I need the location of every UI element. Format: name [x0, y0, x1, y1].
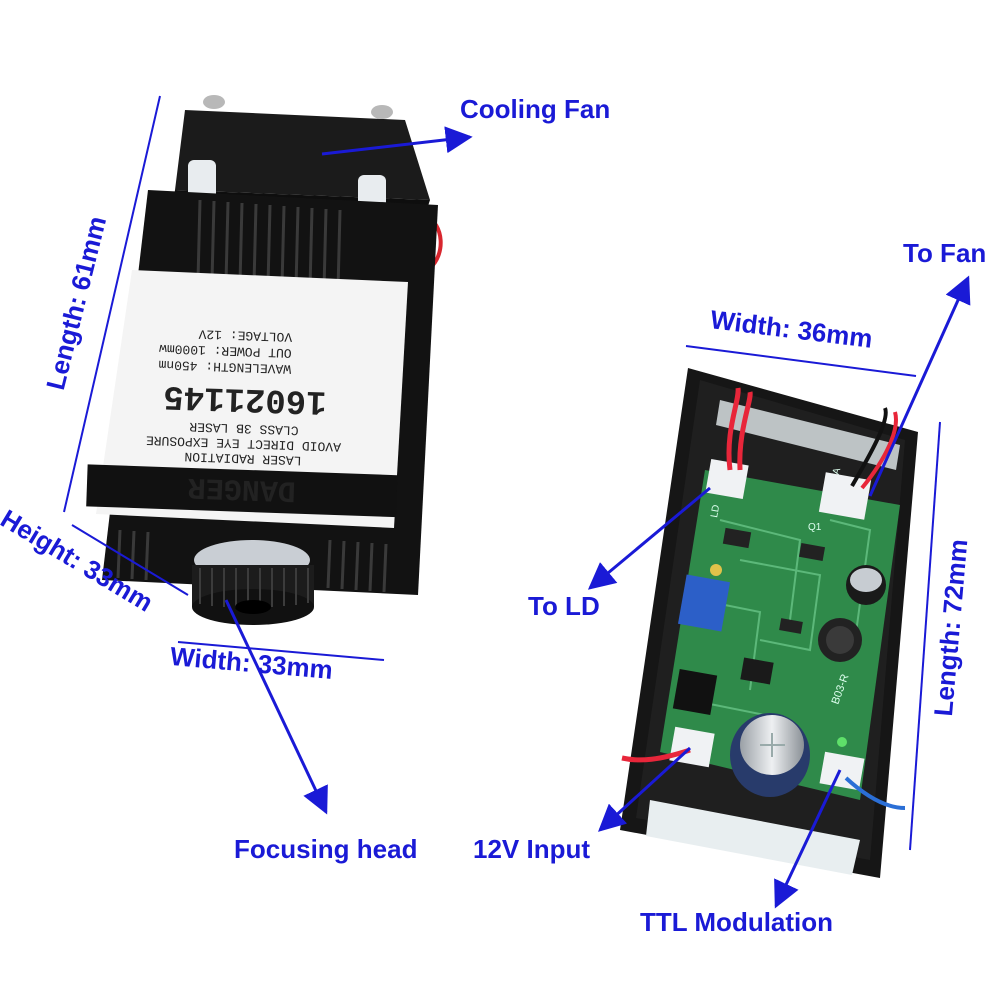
led	[837, 737, 847, 747]
svg-text:WAVELENGTH: 450nm: WAVELENGTH: 450nm	[158, 357, 291, 377]
ttl-connector	[819, 751, 865, 791]
label-to-ld: To LD	[528, 591, 600, 621]
chip	[722, 527, 752, 549]
label-focusing-head: Focusing head	[234, 834, 418, 864]
dimension-line	[909, 421, 941, 851]
ttl-wire	[844, 776, 906, 810]
focusing-head	[192, 540, 314, 625]
arrow-focusing-head	[224, 599, 328, 815]
annotations	[63, 95, 971, 909]
svg-text:LASER RADIATION: LASER RADIATION	[184, 449, 301, 468]
chip	[798, 543, 826, 561]
heatsink-fins	[116, 199, 388, 593]
arrow-12v-input	[598, 746, 692, 832]
laser-module: DANGER LASER RADIATION AVOID DIRECT EYE …	[86, 95, 443, 625]
driver-board: CN2FA Q1 LD B03-R	[620, 368, 918, 878]
input-wire	[621, 747, 691, 763]
serial-number: 16021145	[163, 376, 327, 420]
screw-icon	[371, 105, 393, 119]
dimension-line	[71, 524, 189, 596]
screw-icon	[203, 95, 225, 109]
mosfet	[672, 669, 718, 715]
svg-text:OUT POWER: 1000mw: OUT POWER: 1000mw	[159, 341, 292, 361]
ld-wire	[726, 387, 741, 471]
label-12v-input: 12V Input	[473, 834, 591, 864]
warning-sticker: DANGER LASER RADIATION AVOID DIRECT EYE …	[86, 270, 408, 528]
svg-text:CLASS 3B LASER: CLASS 3B LASER	[189, 419, 299, 438]
svg-text:VOLTAGE: 12V: VOLTAGE: 12V	[198, 326, 292, 344]
chip	[740, 657, 774, 685]
trimpot	[677, 574, 731, 632]
svg-text:LD: LD	[709, 504, 722, 519]
svg-text:AVOID DIRECT EYE EXPOSURE: AVOID DIRECT EYE EXPOSURE	[146, 432, 342, 454]
fan-wire	[850, 407, 888, 488]
case-window	[646, 800, 860, 875]
dimension-line	[685, 345, 917, 377]
arrow-to-ld	[587, 486, 711, 590]
danger-label: DANGER	[187, 469, 296, 507]
dimension-line	[177, 641, 385, 661]
chip	[779, 618, 803, 634]
label-ttl-modulation: TTL Modulation	[640, 907, 834, 937]
svg-text:Q1: Q1	[808, 522, 822, 533]
label-to-fan: To Fan	[903, 238, 987, 268]
arrow-to-fan	[868, 275, 971, 497]
arrow-cooling-fan	[321, 126, 473, 156]
arrow-ttl	[774, 769, 842, 909]
dimension-line	[63, 95, 161, 513]
pcb	[660, 470, 900, 800]
standoff	[188, 160, 216, 202]
label-cooling-fan: Cooling Fan	[460, 94, 611, 124]
fan-connector	[818, 472, 872, 520]
